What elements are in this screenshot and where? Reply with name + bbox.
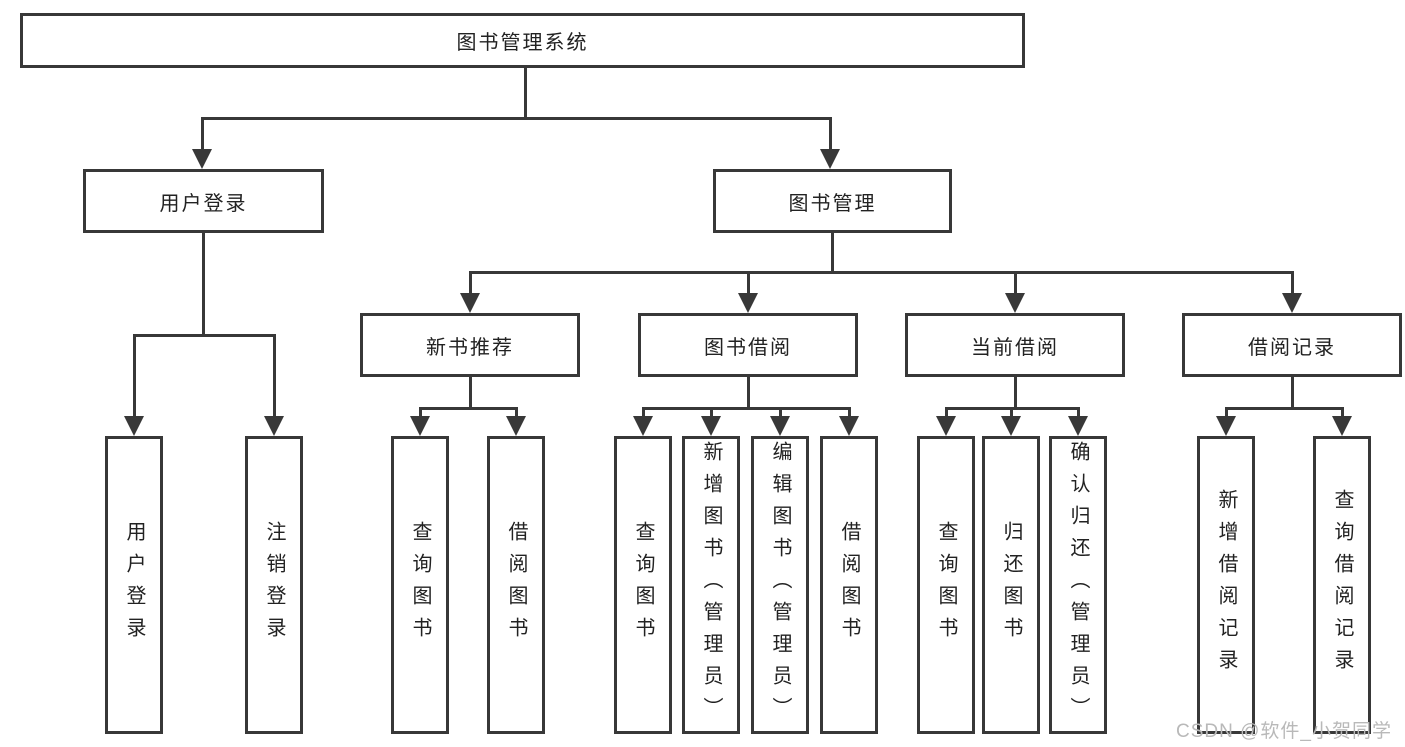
arrowhead-book-mgmt — [820, 149, 840, 169]
connector-to-leaf-login — [132, 335, 136, 418]
csdn-watermark: CSDN @软件_小贺同学 — [1176, 721, 1392, 742]
connector-stub — [778, 408, 782, 418]
arrowhead-leaf-login — [124, 416, 144, 436]
connector-book-borrow-split — [641, 406, 851, 410]
node-book-management: 图书管理 — [713, 169, 952, 233]
connector-book-borrow-stem — [746, 377, 750, 408]
arrowhead-new-book — [460, 293, 480, 313]
leaf-query-borrow-record-label: 查询借阅记录 — [1331, 489, 1353, 681]
leaf-add-book-admin: 新增图书（管理员） — [682, 436, 740, 734]
leaf-add-book-admin-label: 新增图书（管理员） — [700, 441, 722, 729]
connector-root-stem — [523, 68, 527, 119]
arrowhead-leaf — [1216, 416, 1236, 436]
arrowhead-leaf — [1332, 416, 1352, 436]
leaf-query-borrow-record: 查询借阅记录 — [1313, 436, 1371, 734]
arrowhead-leaf — [839, 416, 859, 436]
leaf-return-book-label: 归还图书 — [1000, 521, 1022, 649]
arrowhead-leaf — [633, 416, 653, 436]
connector-stub — [1224, 408, 1228, 418]
node-user-login: 用户登录 — [83, 169, 324, 233]
connector-root-to-book-mgmt — [828, 118, 832, 151]
connector-to-current-borrow — [1013, 272, 1017, 295]
connector-borrow-records-split — [1224, 406, 1344, 410]
leaf-query-book-recommend-label: 查询图书 — [409, 521, 431, 649]
leaf-borrow-book-label: 借阅图书 — [838, 521, 860, 649]
connector-new-book-split — [418, 406, 518, 410]
connector-user-login-branch — [132, 333, 276, 337]
leaf-confirm-return-admin: 确认归还（管理员） — [1049, 436, 1107, 734]
connector-user-login-stem — [202, 233, 205, 335]
leaf-borrow-book-recommend-label: 借阅图书 — [505, 521, 527, 649]
arrowhead-leaf — [936, 416, 956, 436]
connector-stub — [514, 408, 518, 418]
connector-stub — [1340, 408, 1344, 418]
connector-to-leaf-logout — [272, 335, 276, 418]
connector-to-book-borrow — [746, 272, 750, 295]
connector-stub — [641, 408, 645, 418]
leaf-add-borrow-record-label: 新增借阅记录 — [1215, 489, 1237, 681]
arrowhead-leaf — [410, 416, 430, 436]
arrowhead-leaf — [701, 416, 721, 436]
leaf-user-login-label: 用户登录 — [123, 521, 145, 649]
connector-stub — [418, 408, 422, 418]
leaf-return-book: 归还图书 — [982, 436, 1040, 734]
connector-stub — [709, 408, 713, 418]
leaf-query-book-current: 查询图书 — [917, 436, 975, 734]
leaf-borrow-book: 借阅图书 — [820, 436, 878, 734]
connector-current-borrow-stem — [1013, 377, 1017, 408]
connector-to-new-book — [468, 272, 472, 295]
leaf-edit-book-admin: 编辑图书（管理员） — [751, 436, 809, 734]
node-current-borrowing: 当前借阅 — [905, 313, 1125, 377]
arrowhead-leaf — [1068, 416, 1088, 436]
connector-stub — [944, 408, 948, 418]
leaf-logout: 注销登录 — [245, 436, 303, 734]
leaf-edit-book-admin-label: 编辑图书（管理员） — [769, 441, 791, 729]
arrowhead-leaf-logout — [264, 416, 284, 436]
node-borrowing-records: 借阅记录 — [1182, 313, 1402, 377]
connector-book-mgmt-branch — [468, 270, 1294, 274]
leaf-confirm-return-admin-label: 确认归还（管理员） — [1067, 441, 1089, 729]
arrowhead-user-login — [192, 149, 212, 169]
leaf-user-login: 用户登录 — [105, 436, 163, 734]
connector-stub — [1009, 408, 1013, 418]
leaf-add-borrow-record: 新增借阅记录 — [1197, 436, 1255, 734]
arrowhead-borrow-records — [1282, 293, 1302, 313]
node-library-management-system: 图书管理系统 — [20, 13, 1025, 68]
leaf-query-book-current-label: 查询图书 — [935, 521, 957, 649]
connector-root-branch — [200, 116, 832, 120]
arrowhead-leaf — [1001, 416, 1021, 436]
leaf-query-book-recommend: 查询图书 — [391, 436, 449, 734]
connector-book-mgmt-stem — [831, 233, 834, 273]
node-book-borrowing: 图书借阅 — [638, 313, 858, 377]
leaf-borrow-book-recommend: 借阅图书 — [487, 436, 545, 734]
leaf-logout-label: 注销登录 — [263, 521, 285, 649]
arrowhead-current-borrow — [1005, 293, 1025, 313]
arrowhead-leaf — [506, 416, 526, 436]
connector-root-to-user-login — [200, 118, 204, 151]
connector-to-borrow-records — [1290, 272, 1294, 295]
arrowhead-book-borrow — [738, 293, 758, 313]
leaf-query-book-borrowing-label: 查询图书 — [632, 521, 654, 649]
connector-new-book-stem — [468, 377, 472, 408]
connector-stub — [1076, 408, 1080, 418]
connector-borrow-records-stem — [1290, 377, 1294, 408]
node-new-book-recommend: 新书推荐 — [360, 313, 580, 377]
arrowhead-leaf — [770, 416, 790, 436]
connector-stub — [847, 408, 851, 418]
leaf-query-book-borrowing: 查询图书 — [614, 436, 672, 734]
